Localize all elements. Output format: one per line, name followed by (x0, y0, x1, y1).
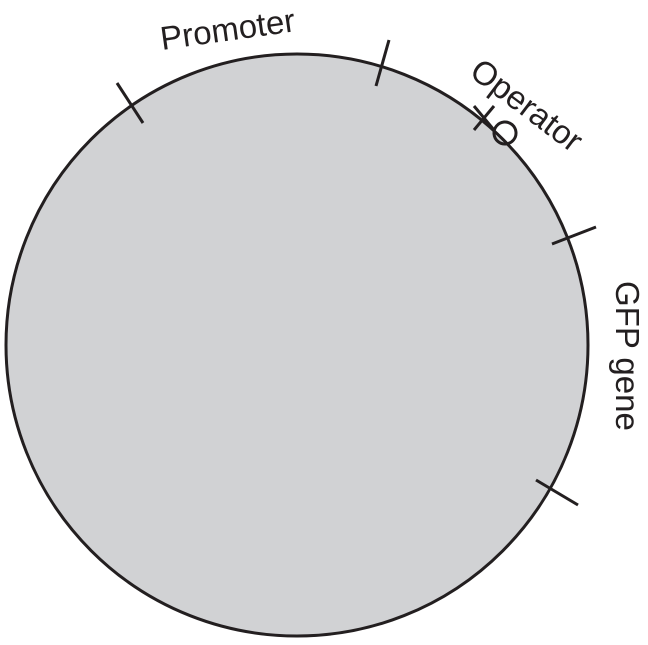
gfp-gene-label: GFP gene (609, 281, 646, 431)
gfp-start-tick (551, 225, 597, 246)
promoter-label: Promoter (158, 1, 298, 57)
promoter-start-tick (115, 82, 145, 124)
gfp-end-tick (535, 478, 579, 507)
promoter-end-tick (374, 39, 391, 87)
operator-o-icon (492, 120, 518, 146)
operator-site-marker (472, 105, 518, 146)
plasmid-circle (4, 52, 590, 638)
